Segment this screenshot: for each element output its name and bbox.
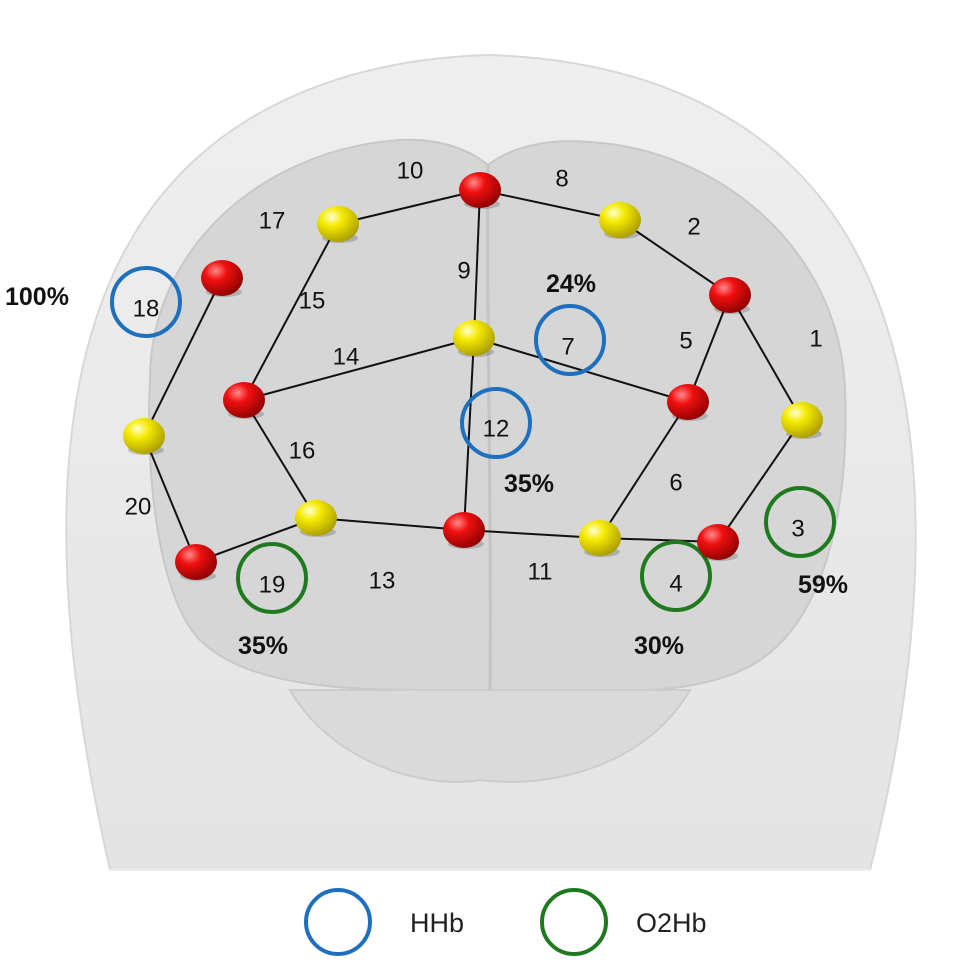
detector-optode [123,418,165,454]
pct-ch4: 30% [634,632,684,660]
channel-label-15: 15 [299,287,326,314]
pct-ch7: 24% [546,270,596,298]
channel-label-4: 4 [669,570,682,597]
pct-ch12: 35% [504,470,554,498]
pct-ch18: 100% [5,283,69,311]
pct-ch19: 35% [238,632,288,660]
channel-label-14: 14 [333,343,360,370]
brain-surface [148,138,847,783]
channel-label-12: 12 [483,415,510,442]
source-optode [667,384,709,420]
channel-label-8: 8 [555,165,568,192]
legend-hhb-label: HHb [410,908,464,938]
connection-line [687,294,731,403]
connection-line [143,277,223,437]
channel-label-5: 5 [679,327,692,354]
channel-label-6: 6 [669,469,682,496]
connection-line [143,435,197,563]
legend-o2hb-swatch [540,888,608,956]
legend-o2hb-label: O2Hb [636,908,707,938]
connection-line [337,189,481,225]
channel-4-o2hb-circle [640,540,712,612]
detector-optode [599,202,641,238]
connection-line [195,517,317,563]
connection-line [243,223,339,401]
detector-optode [579,520,621,556]
pct-ch3: 59% [798,571,848,599]
source-optode [443,512,485,548]
channel-highlights [110,266,836,614]
optodes [123,172,823,581]
legend: HHb O2Hb [304,888,707,956]
channel-label-3: 3 [791,515,804,542]
source-optode [697,524,739,560]
connection-line [729,294,803,421]
connection-line [717,419,803,543]
channel-label-1: 1 [809,325,822,352]
detector-optode [317,206,359,242]
channel-connections [143,189,803,563]
channel-12-hhb-circle [460,387,532,459]
source-optode [175,544,217,580]
connection-line [463,337,475,531]
channel-label-17: 17 [259,207,286,234]
channel-18-hhb-circle [110,266,182,338]
connection-line [243,399,317,519]
channel-label-9: 9 [457,257,470,284]
channel-label-7: 7 [561,333,574,360]
detector-optode [453,320,495,356]
channel-19-o2hb-circle [236,542,308,614]
channel-3-o2hb-circle [764,486,836,558]
channel-label-16: 16 [289,437,316,464]
channel-label-10: 10 [397,157,424,184]
channel-label-19: 19 [259,571,286,598]
percentage-labels: 100% 24% 35% 35% 30% 59% [5,270,848,660]
source-optode [201,260,243,296]
detector-optode [781,402,823,438]
connection-line [599,401,689,539]
channel-label-13: 13 [369,567,396,594]
channel-7-hhb-circle [534,304,606,376]
connection-line [463,529,601,539]
connection-line [619,219,731,296]
channel-label-11: 11 [528,558,553,585]
detector-optode [295,500,337,536]
legend-hhb-swatch [304,888,372,956]
source-optode [459,172,501,208]
channel-label-2: 2 [687,213,700,240]
channel-label-18: 18 [133,295,160,322]
channel-label-20: 20 [125,493,152,520]
connection-line [473,189,481,339]
source-optode [709,277,751,313]
connection-line [473,337,689,403]
connection-line [315,517,465,531]
connection-line [479,189,621,221]
source-optode [223,382,265,418]
connection-line [243,337,475,401]
